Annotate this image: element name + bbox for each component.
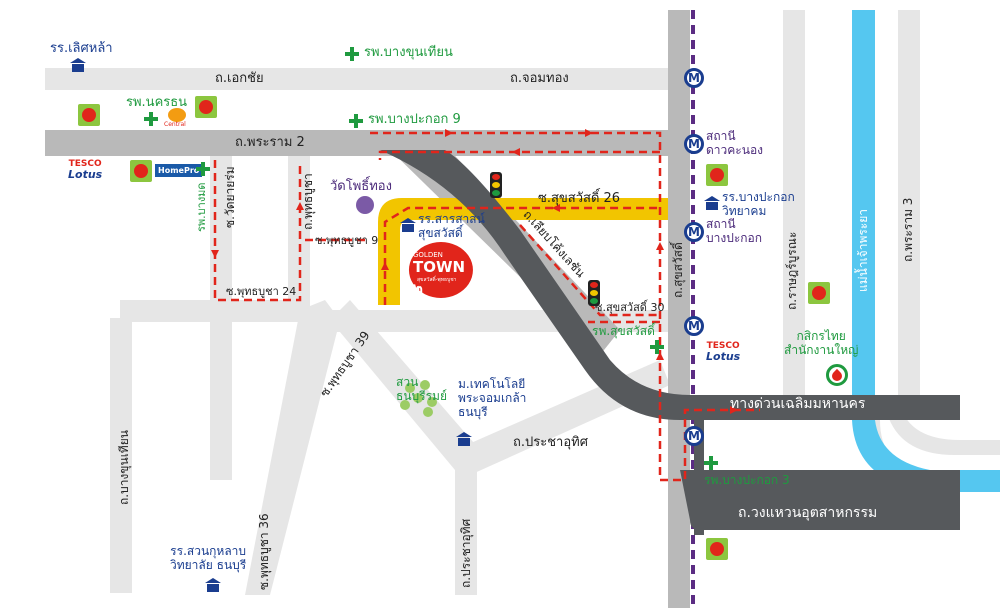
- label-river: แม่น้ำเจ้าพระยา: [856, 208, 870, 292]
- tesco-lotus-logo: TESCO Lotus: [68, 159, 103, 181]
- school-icon: [456, 432, 472, 446]
- label-hosp-bangmot: รพ.บางมด: [195, 182, 208, 232]
- label-univ: ม.เทคโนโลยี พระจอมเกล้า ธนบุรี: [458, 377, 527, 419]
- label-ring: ถ.วงแหวนอุตสาหกรรม: [738, 505, 878, 521]
- central-icon: Central: [164, 108, 186, 128]
- label-school-lerk: รร.เลิศหล้า: [50, 41, 113, 56]
- homepro-logo: HomePro: [155, 164, 203, 177]
- label-hosp-bangpakok9: รพ.บางปะกอก 9: [368, 112, 461, 127]
- label-wat: วัดโพธิ์ทอง: [330, 179, 392, 194]
- big-c-icon: [808, 282, 830, 304]
- label-hosp-bangpakok3: รพ.บางปะกอก 3: [704, 473, 790, 487]
- label-suksawat-rd: ถ.สุขสวัสดิ์: [671, 242, 685, 298]
- metro-icon: M: [684, 134, 704, 154]
- label-station-bangpakok: สถานี บางปะกอก: [706, 217, 763, 245]
- tesco-lotus-logo: TESCO Lotus: [706, 341, 741, 363]
- temple-icon: [356, 196, 374, 214]
- metro-icon: M: [684, 426, 704, 446]
- label-school-saras: รร.สารสาสน์ สุขสวัสดิ์: [418, 212, 485, 240]
- label-putthabucha: ถ.พุทธบูชา: [301, 173, 315, 230]
- label-kbank: กสิกรไทย สำนักงานใหญ่: [784, 329, 859, 357]
- logo-main: TOWN ๒: [413, 258, 466, 297]
- kbank-logo: [826, 364, 848, 386]
- logo-sub: สุขสวัสดิ์-พุทธบูชา: [417, 277, 457, 283]
- golden-town-pin: [408, 242, 473, 298]
- road-putthabucha36: [245, 300, 340, 595]
- big-c-icon: [706, 538, 728, 560]
- traffic-light-icon: [490, 172, 502, 198]
- route-lines: [213, 131, 760, 482]
- label-school-suan: รร.สวนกุหลาบ วิทยาลัย ธนบุรี: [170, 544, 247, 572]
- label-expressway: ทางด่วนเฉลิมมหานคร: [730, 396, 866, 412]
- logo-top: GOLDEN: [413, 251, 443, 259]
- big-c-icon: [78, 104, 100, 126]
- road-prachauthit-v: [455, 445, 477, 595]
- road-putthabucha24: [120, 300, 310, 322]
- road-ring: [680, 470, 960, 530]
- school-icon: [205, 578, 221, 592]
- road-ratburana: [783, 10, 805, 395]
- label-putthabucha36: ซ.พุทธบูชา 36: [257, 513, 271, 590]
- park-trees: [400, 380, 437, 417]
- label-school-bangpakok: รร.บางปะกอก วิทยาคม: [722, 190, 795, 218]
- label-ekkachai: ถ.เอกชัย: [215, 71, 264, 86]
- big-c-icon: [195, 96, 217, 118]
- label-park: สวน ธนบุรีรมย์: [396, 375, 447, 403]
- label-rama2: ถ.พระราม 2: [235, 135, 305, 150]
- route-arrows: [211, 129, 738, 414]
- label-bangkhunthian: ถ.บางขุนเทียน: [117, 430, 131, 505]
- big-c-icon: [706, 164, 728, 186]
- big-c-icon: [130, 160, 152, 182]
- label-wutthakat: ซ.วัดยายร่ม: [223, 166, 237, 228]
- label-hosp-nakhon: รพ.นครธน: [126, 95, 188, 110]
- school-icon: [704, 196, 720, 210]
- hospital-plus-icon: [704, 456, 718, 470]
- river-chaophraya: [852, 10, 1000, 492]
- road-putthabucha39: [330, 300, 480, 470]
- label-station-daokanong: สถานี ดาวคะนอง: [706, 129, 764, 157]
- hospital-plus-icon: [345, 47, 359, 61]
- label-suksawat30: ซ.สุขสวัสดิ์ 30: [595, 301, 665, 314]
- hospital-plus-icon: [650, 340, 664, 354]
- label-rama3: ถ.พระราม 3: [901, 197, 915, 262]
- label-prachauthit-v: ถ.ประชาอุทิศ: [459, 518, 473, 588]
- school-icon: [70, 58, 86, 72]
- road-ekkachai: [45, 68, 670, 90]
- traffic-light-icon: [588, 280, 600, 306]
- hospital-plus-icon: [349, 114, 363, 128]
- label-hosp-bangkhunthian: รพ.บางขุนเทียน: [364, 45, 453, 60]
- label-putthabucha9: ซ.พุทธบูชา 9: [315, 234, 379, 247]
- label-suksawat26: ซ.สุขสวัสดิ์ 26: [538, 191, 621, 206]
- road-bangkhunthian: [110, 318, 132, 593]
- metro-icon: M: [684, 222, 704, 242]
- school-icon: [400, 218, 416, 232]
- hospital-plus-icon: [144, 112, 158, 126]
- metro-icon: M: [684, 68, 704, 88]
- metro-icon: M: [684, 316, 704, 336]
- hospital-plus-icon: [196, 162, 210, 176]
- label-prachauthit: ถ.ประชาอุทิศ: [513, 435, 588, 450]
- label-ratburana: ถ.ราษฎร์บูรณะ: [785, 231, 799, 310]
- label-putthabucha24: ซ.พุทธบูชา 24: [226, 285, 297, 298]
- golden-town-logo: GOLDEN TOWN ๒ สุขสวัสดิ์-พุทธบูชา: [405, 240, 477, 297]
- road-rama3: [898, 10, 920, 405]
- road-rama3-curve-2: [885, 405, 1000, 455]
- road-putthabucha: [288, 150, 310, 310]
- expressway-chalerm: [380, 150, 960, 420]
- label-hosp-suksawat: รพ.สุขสวัสดิ์: [592, 324, 655, 338]
- label-chomthong: ถ.จอมทอง: [510, 71, 569, 86]
- road-rama2: [45, 130, 675, 156]
